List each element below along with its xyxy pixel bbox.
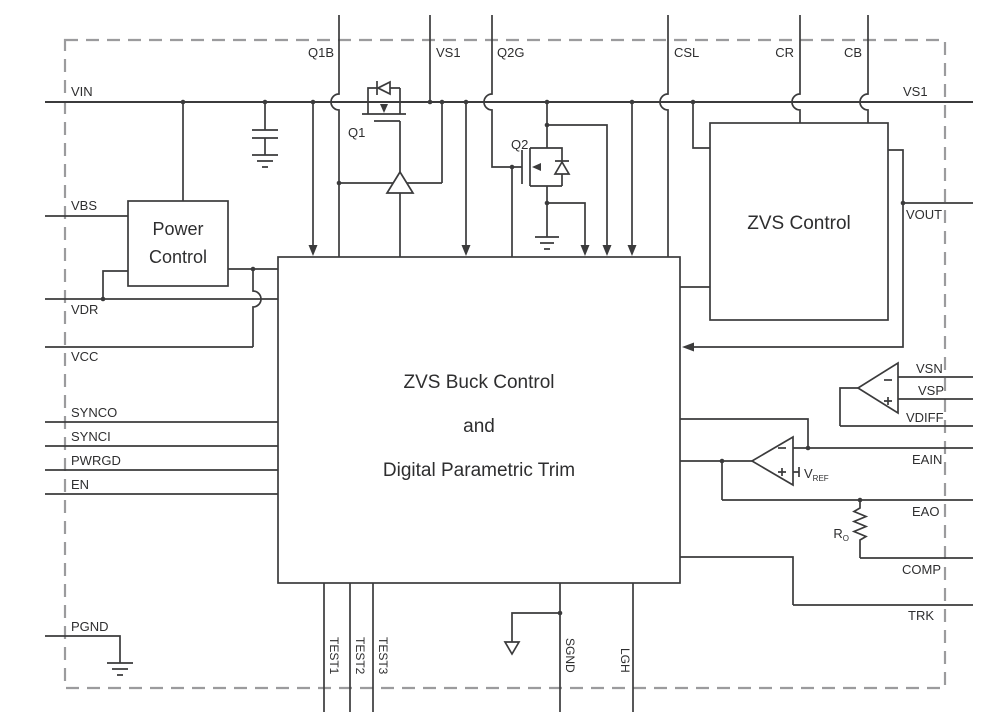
pin-label-sgnd: SGND bbox=[563, 638, 577, 673]
main-control-block bbox=[277, 256, 681, 584]
zvs-control-label: ZVS Control bbox=[747, 213, 850, 234]
pin-label-vsn: VSN bbox=[916, 361, 943, 376]
trk-feed-wire bbox=[680, 556, 794, 605]
pin-label-q2g: Q2G bbox=[497, 45, 524, 60]
pin-label-vdiff: VDIFF bbox=[906, 410, 944, 425]
main-block-label-line1: ZVS Buck Control bbox=[404, 372, 555, 393]
q1b-wire bbox=[330, 15, 340, 257]
resistor-icon bbox=[851, 500, 869, 558]
right-pin-labels: VS1 VOUT VSN VSP VDIFF EAIN EAO COMP TRK bbox=[902, 84, 944, 623]
pin-label-vcc: VCC bbox=[71, 349, 98, 364]
q2-mosfet-icon bbox=[521, 102, 548, 237]
pin-label-vout: VOUT bbox=[906, 207, 942, 222]
csl-wire bbox=[659, 15, 669, 257]
pin-label-lgh: LGH bbox=[618, 648, 632, 673]
pin-label-en: EN bbox=[71, 477, 89, 492]
q2-source-sense-wire bbox=[547, 202, 586, 246]
eain-feed-wire bbox=[680, 418, 809, 448]
power-control-vdr-wire bbox=[102, 270, 128, 299]
cb-wire bbox=[859, 15, 869, 123]
pin-label-vs1-top: VS1 bbox=[436, 45, 461, 60]
q2-ground-icon bbox=[535, 236, 559, 250]
diffamp-out-wire bbox=[839, 387, 858, 426]
vref-base: V bbox=[804, 466, 813, 481]
ground-icon bbox=[252, 154, 278, 168]
top-pin-labels: Q1B VS1 Q2G CSL CR CB bbox=[308, 45, 862, 60]
pin-label-trk: TRK bbox=[908, 608, 934, 623]
resistor-base: R bbox=[833, 526, 842, 541]
q2g-wire bbox=[483, 15, 522, 168]
diff-amplifier-icon bbox=[856, 361, 899, 415]
q2-label: Q2 bbox=[511, 137, 528, 152]
zvs-control-feed-wire bbox=[692, 102, 710, 149]
vref-label: VREF bbox=[804, 466, 829, 483]
pgnd-wire bbox=[45, 635, 121, 663]
cr-wire bbox=[791, 15, 801, 123]
vref-source-icon bbox=[793, 467, 800, 477]
vref-sub: REF bbox=[813, 474, 829, 483]
arrowheads bbox=[308, 245, 694, 352]
pin-label-vin: VIN bbox=[71, 84, 93, 99]
pin-label-vbs: VBS bbox=[71, 198, 97, 213]
pin-label-pgnd: PGND bbox=[71, 619, 109, 634]
pgnd-ground-icon bbox=[107, 662, 133, 676]
zvs-control-block bbox=[709, 122, 889, 321]
pin-label-eao: EAO bbox=[912, 504, 939, 519]
main-block-label-line2: and bbox=[463, 416, 495, 437]
pin-label-pwrgd: PWRGD bbox=[71, 453, 121, 468]
junction-dots bbox=[100, 99, 906, 616]
pin-label-q1b: Q1B bbox=[308, 45, 334, 60]
resistor-label: RO bbox=[833, 526, 849, 543]
main-block-label-line3: Digital Parametric Trim bbox=[383, 460, 575, 481]
pin-label-csl: CSL bbox=[674, 45, 699, 60]
q2-drain-sense-wire bbox=[547, 124, 608, 246]
pin-label-eain: EAIN bbox=[912, 452, 942, 467]
pin-label-test1: TEST1 bbox=[327, 637, 341, 675]
vcc-riser-wire bbox=[252, 269, 262, 347]
q1-gate-driver-icon bbox=[385, 170, 415, 194]
pin-label-synco: SYNCO bbox=[71, 405, 117, 420]
sgnd-arrow-icon bbox=[503, 641, 521, 656]
power-control-block bbox=[127, 200, 229, 287]
q1-body-diode-icon bbox=[367, 80, 401, 102]
q2-body-diode-icon bbox=[547, 147, 571, 187]
pin-label-comp: COMP bbox=[902, 562, 941, 577]
pin-label-cb: CB bbox=[844, 45, 862, 60]
power-control-label-line1: Power bbox=[152, 219, 203, 239]
pin-label-vsp: VSP bbox=[918, 383, 944, 398]
input-capacitor-icon bbox=[252, 102, 278, 168]
q1-label: Q1 bbox=[348, 125, 365, 140]
error-amplifier-icon bbox=[750, 435, 800, 487]
zvs-feedback-wire bbox=[688, 149, 904, 348]
sgnd-branch-wire bbox=[511, 612, 560, 642]
resistor-sub: O bbox=[843, 534, 849, 543]
bottom-pin-labels: TEST1 TEST2 TEST3 SGND LGH bbox=[327, 637, 632, 675]
pin-label-test2: TEST2 bbox=[353, 637, 367, 675]
left-pin-labels: VIN VBS VDR VCC SYNCO SYNCI PWRGD EN PGN… bbox=[71, 84, 121, 634]
chip-boundary bbox=[63, 38, 947, 690]
pin-label-synci: SYNCI bbox=[71, 429, 111, 444]
q1-mosfet-icon bbox=[362, 102, 406, 172]
pin-label-vdr: VDR bbox=[71, 302, 98, 317]
pin-label-vs1-right: VS1 bbox=[903, 84, 928, 99]
power-control-label-line2: Control bbox=[149, 247, 207, 267]
wires bbox=[45, 15, 973, 712]
pin-label-cr: CR bbox=[775, 45, 794, 60]
pin-label-test3: TEST3 bbox=[376, 637, 390, 675]
